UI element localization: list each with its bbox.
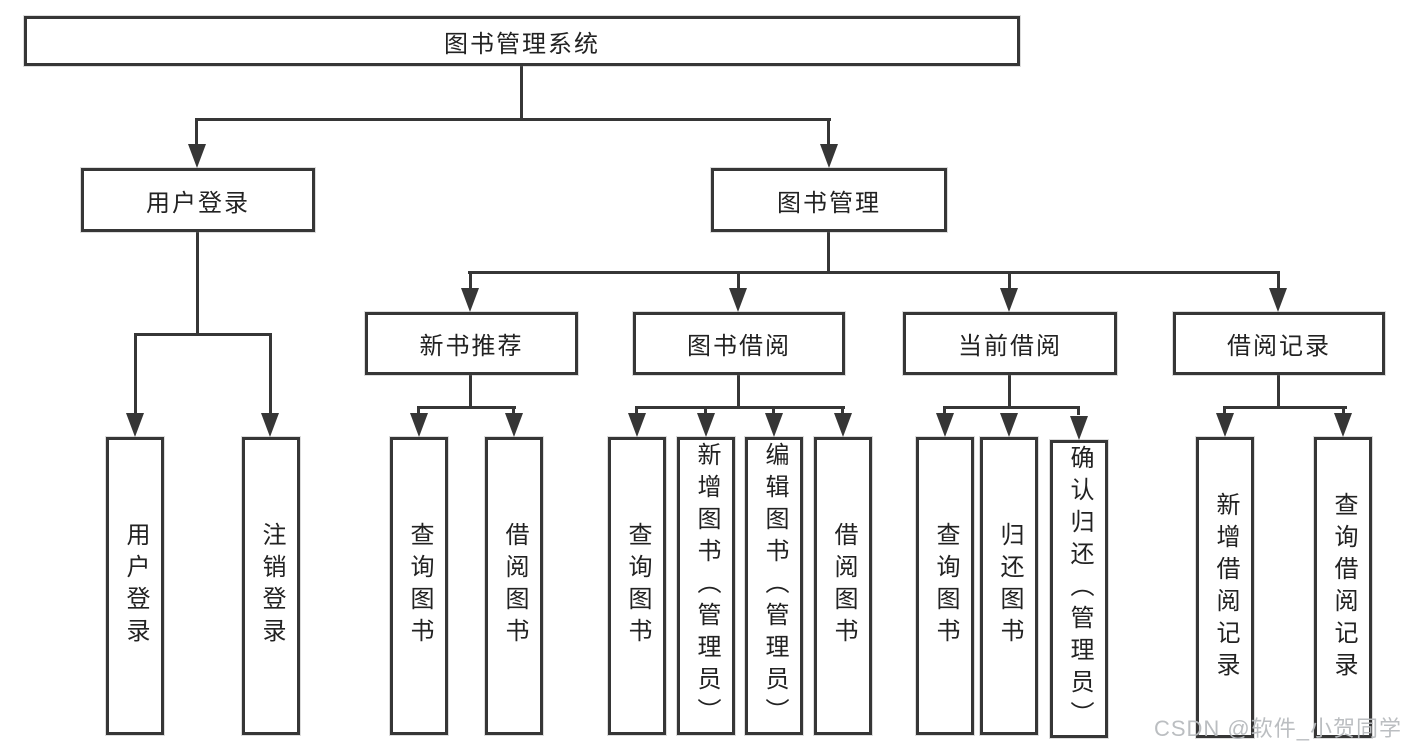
connector-line: [704, 406, 707, 415]
arrow-down-icon: [820, 144, 838, 168]
connector-line: [195, 118, 198, 148]
leaf-return-books: 归还图书: [980, 437, 1038, 735]
connector-line: [468, 271, 1280, 274]
arrow-down-icon: [834, 413, 852, 437]
connector-line: [1223, 406, 1347, 409]
arrow-down-icon: [1070, 416, 1088, 440]
connector-line: [635, 406, 845, 409]
arrow-down-icon: [1000, 413, 1018, 437]
connector-line: [1277, 271, 1280, 290]
node-current-borrow-label: 当前借阅: [958, 333, 1062, 360]
connector-line: [827, 230, 830, 274]
leaf-current-query-books-label: 查询图书: [932, 522, 959, 650]
connector-line: [841, 406, 844, 415]
leaf-return-books-label: 归还图书: [996, 522, 1023, 650]
connector-line: [1223, 406, 1226, 415]
connector-line: [1077, 406, 1080, 415]
connector-line: [943, 406, 1080, 409]
leaf-recommend-query-books: 查询图书: [390, 437, 448, 735]
node-root: 图书管理系统: [24, 16, 1020, 66]
node-book-borrow-label: 图书借阅: [687, 333, 791, 360]
leaf-recommend-borrow-books-label: 借阅图书: [501, 522, 528, 650]
connector-line: [1277, 373, 1280, 409]
leaf-borrow-query-books-label: 查询图书: [624, 522, 651, 650]
connector-line: [737, 271, 740, 290]
leaf-user-login-label: 用户登录: [122, 522, 149, 650]
connector-line: [512, 406, 515, 415]
arrow-down-icon: [1216, 413, 1234, 437]
leaf-confirm-return-admin-label: 确认归还（管理员）: [1066, 445, 1093, 733]
leaf-add-books-admin: 新增图书（管理员）: [677, 437, 735, 735]
node-borrow-records-label: 借阅记录: [1227, 333, 1331, 360]
leaf-logout: 注销登录: [242, 437, 300, 735]
connector-line: [134, 333, 137, 414]
arrow-down-icon: [697, 413, 715, 437]
connector-line: [196, 230, 199, 336]
leaf-confirm-return-admin: 确认归还（管理员）: [1050, 440, 1108, 738]
leaf-logout-label: 注销登录: [258, 522, 285, 650]
connector-line: [943, 406, 946, 415]
leaf-user-login: 用户登录: [106, 437, 164, 735]
arrow-down-icon: [461, 288, 479, 312]
leaf-add-borrow-record-label: 新增借阅记录: [1212, 491, 1239, 684]
node-book-management: 图书管理: [711, 168, 947, 232]
arrow-down-icon: [126, 413, 144, 437]
leaf-borrow-query-books: 查询图书: [608, 437, 666, 735]
connector-line: [134, 333, 272, 336]
connector-line: [520, 64, 523, 120]
arrow-down-icon: [1000, 288, 1018, 312]
leaf-query-borrow-record-label: 查询借阅记录: [1330, 491, 1357, 684]
leaf-edit-books-admin: 编辑图书（管理员）: [745, 437, 803, 735]
connector-line: [737, 373, 740, 409]
arrow-down-icon: [188, 144, 206, 168]
node-borrow-records: 借阅记录: [1173, 312, 1385, 375]
connector-line: [1008, 271, 1011, 290]
connector-line: [1342, 406, 1345, 415]
leaf-current-query-books: 查询图书: [916, 437, 974, 735]
connector-line: [772, 406, 775, 415]
arrow-down-icon: [765, 413, 783, 437]
arrow-down-icon: [729, 288, 747, 312]
connector-line: [469, 271, 472, 290]
node-user-login: 用户登录: [81, 168, 315, 232]
connector-line: [635, 406, 638, 415]
leaf-borrow-books: 借阅图书: [814, 437, 872, 735]
connector-line: [417, 406, 516, 409]
node-user-login-label: 用户登录: [146, 189, 250, 217]
arrow-down-icon: [1269, 288, 1287, 312]
node-new-book-recommend: 新书推荐: [365, 312, 578, 375]
leaf-edit-books-admin-label: 编辑图书（管理员）: [761, 442, 788, 730]
connector-line: [827, 118, 830, 148]
leaf-borrow-books-label: 借阅图书: [830, 522, 857, 650]
node-current-borrow: 当前借阅: [903, 312, 1117, 375]
node-book-borrow: 图书借阅: [633, 312, 845, 375]
leaf-recommend-borrow-books: 借阅图书: [485, 437, 543, 735]
node-root-label: 图书管理系统: [444, 30, 600, 58]
leaf-recommend-query-books-label: 查询图书: [406, 522, 433, 650]
arrow-down-icon: [410, 413, 428, 437]
connector-line: [195, 118, 831, 121]
arrow-down-icon: [628, 413, 646, 437]
connector-line: [269, 333, 272, 414]
arrow-down-icon: [505, 413, 523, 437]
arrow-down-icon: [261, 413, 279, 437]
arrow-down-icon: [1334, 413, 1352, 437]
arrow-down-icon: [936, 413, 954, 437]
node-book-management-label: 图书管理: [777, 189, 881, 217]
watermark: CSDN @软件_小贺同学: [1153, 716, 1402, 741]
connector-line: [1008, 373, 1011, 409]
connector-line: [469, 373, 472, 409]
connector-line: [417, 406, 420, 415]
node-new-book-recommend-label: 新书推荐: [419, 333, 524, 360]
leaf-add-borrow-record: 新增借阅记录: [1196, 437, 1254, 738]
leaf-add-books-admin-label: 新增图书（管理员）: [693, 442, 720, 730]
leaf-query-borrow-record: 查询借阅记录: [1314, 437, 1372, 738]
